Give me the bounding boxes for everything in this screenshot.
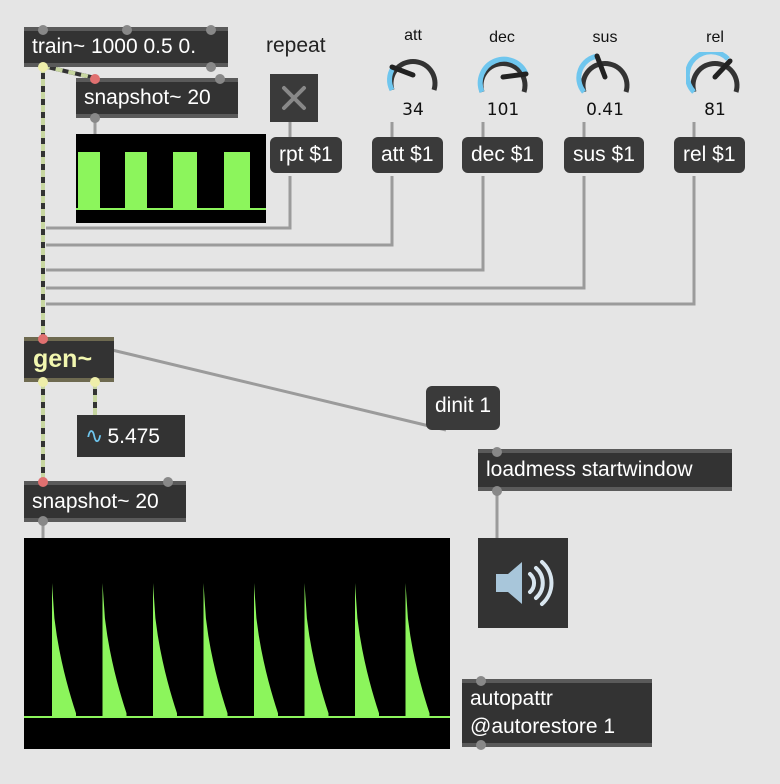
toggle-x-icon [282,86,306,110]
patch-cord-att [46,176,394,247]
dial-label-rel: rel [706,29,724,46]
autopattr-line-1: autopattr [470,687,553,710]
dial-label-dec: dec [489,29,515,46]
number-value: 5.475 [107,425,160,448]
autopattr-object[interactable]: autopattr @autorestore 1 [462,679,652,747]
speaker-toggle[interactable] [478,538,568,628]
snapshot-object-bottom[interactable]: snapshot~ 20 [24,481,186,522]
dial-dec[interactable] [474,52,532,102]
message-rpt[interactable]: rpt $1 [270,137,342,173]
outlet[interactable] [38,62,48,72]
outlet[interactable] [38,377,48,387]
message-dinit[interactable]: dinit 1 [426,386,501,430]
patch-cord-sus [46,176,586,290]
number-box[interactable]: ∿5.475 [77,415,185,457]
outlet[interactable] [206,62,216,72]
speaker-icon [496,560,554,606]
patch-cord-rpt [46,176,292,230]
patch-cord-dec [46,176,485,272]
scope-waveform [24,583,450,718]
loadmess-object[interactable]: loadmess startwindow [478,449,732,491]
outlet[interactable] [38,516,48,526]
dial-sus[interactable] [576,52,634,102]
inlet[interactable] [492,447,502,457]
dial-rel[interactable] [686,52,744,102]
inlet[interactable] [90,74,100,84]
dial-att[interactable] [384,50,442,100]
dial-value-att: 34 [402,100,424,120]
snapshot-object-top[interactable]: snapshot~ 20 [76,78,238,118]
signal-wave-icon: ∿ [85,423,104,448]
repeat-toggle[interactable] [270,74,318,122]
inlet[interactable] [38,25,48,35]
message-sus[interactable]: sus $1 [564,137,644,173]
repeat-label: repeat [266,34,326,57]
inlet[interactable] [38,477,48,487]
patch-cord-rel [46,176,696,306]
dial-value-rel: 81 [704,100,726,120]
outlet[interactable] [90,113,100,123]
dial-value-dec: 101 [486,100,520,120]
message-rel[interactable]: rel $1 [674,137,745,173]
inlet[interactable] [38,334,48,344]
outlet[interactable] [90,377,100,387]
scope-top [76,134,266,223]
outlet[interactable] [492,486,502,496]
gen-object[interactable]: gen~ [24,337,114,382]
patch-cord-gen-dinit [111,348,447,432]
inlet[interactable] [476,676,486,686]
inlet[interactable] [206,25,216,35]
inlet[interactable] [122,25,132,35]
inlet[interactable] [215,74,225,84]
inlet[interactable] [163,477,173,487]
dial-value-sus: 0.41 [586,100,624,120]
scope-bottom [24,538,450,749]
message-dec[interactable]: dec $1 [462,137,544,173]
message-att[interactable]: att $1 [372,137,443,173]
dial-label-sus: sus [592,29,618,46]
outlet[interactable] [476,740,486,750]
autopattr-line-2: @autorestore 1 [470,715,616,738]
dial-label-att: att [404,27,422,44]
